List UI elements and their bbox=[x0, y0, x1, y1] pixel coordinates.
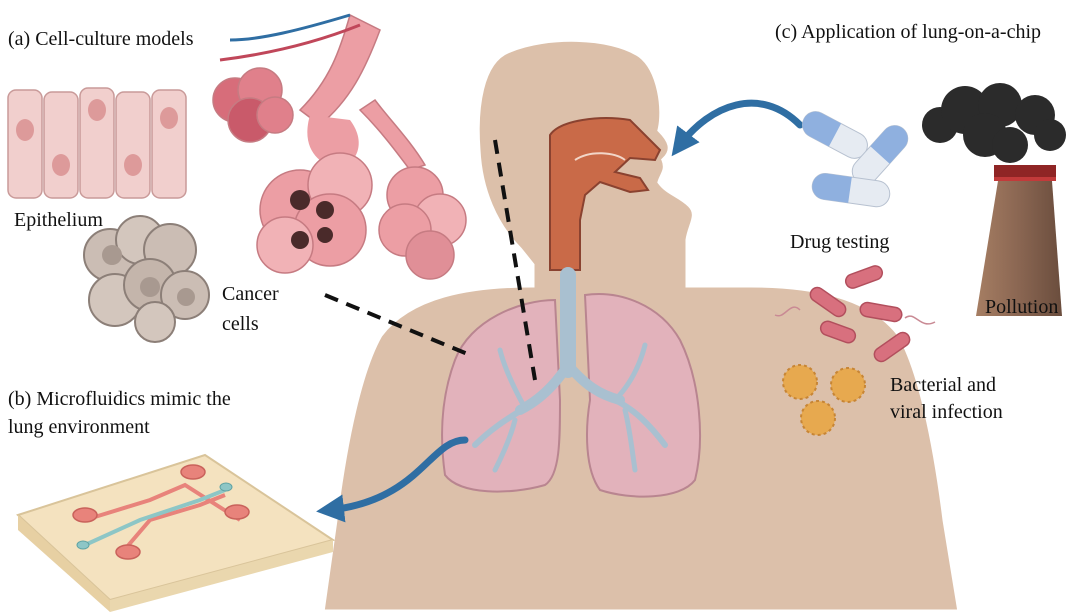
bacteria-icon bbox=[774, 265, 936, 363]
factory-chimney-icon bbox=[976, 165, 1062, 316]
factory-smoke-icon bbox=[922, 83, 1066, 163]
label-panel-c: (c) Application of lung-on-a-chip bbox=[775, 21, 1041, 43]
alveoli-clusters bbox=[212, 67, 467, 280]
epithelium-cells bbox=[7, 87, 187, 199]
label-cancer-line2: cells bbox=[222, 313, 259, 335]
arrow-application-icon bbox=[671, 99, 804, 157]
microfluidic-chip bbox=[16, 453, 336, 612]
label-infection-line1: Bacterial and bbox=[890, 374, 996, 396]
label-infection-line2: viral infection bbox=[890, 401, 1003, 423]
upper-airway bbox=[549, 117, 662, 271]
arrows bbox=[316, 99, 804, 523]
arrow-chip-icon bbox=[316, 436, 469, 523]
label-pollution: Pollution bbox=[985, 296, 1058, 318]
label-epithelium: Epithelium bbox=[14, 209, 103, 231]
virus-icon bbox=[782, 364, 866, 436]
label-panel-b-line2: lung environment bbox=[8, 416, 150, 438]
cancer-cell-cluster bbox=[83, 215, 210, 343]
label-panel-b-line1: (b) Microfluidics mimic the bbox=[8, 388, 231, 410]
dashed-callout bbox=[324, 139, 537, 381]
right-lung bbox=[583, 293, 701, 498]
pill-capsules-icon bbox=[802, 111, 909, 208]
label-drug-testing: Drug testing bbox=[790, 231, 889, 253]
label-cancer-line1: Cancer bbox=[222, 283, 279, 305]
label-panel-a: (a) Cell-culture models bbox=[8, 28, 194, 50]
trachea-bronchi bbox=[472, 267, 668, 473]
